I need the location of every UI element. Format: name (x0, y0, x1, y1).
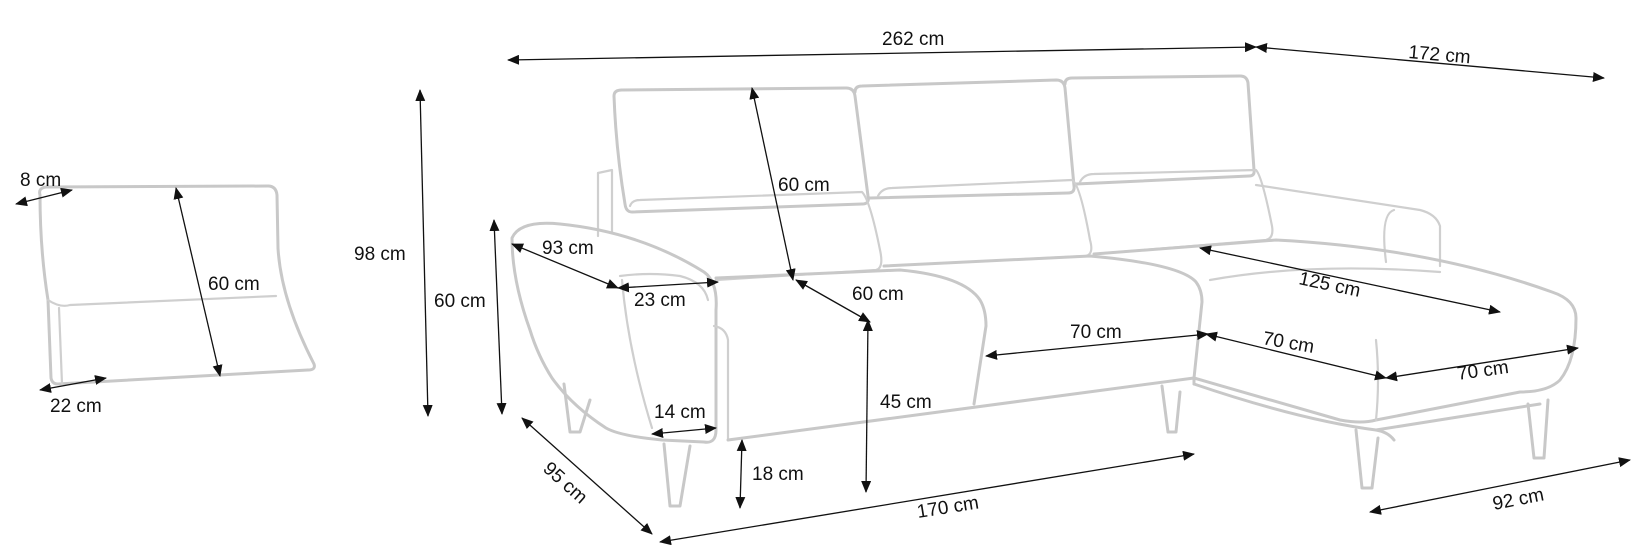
label-armrest-height: 60 cm (434, 291, 486, 312)
dim-line-98 (415, 89, 433, 417)
label-cushion-thickness-top: 8 cm (20, 170, 61, 191)
dim-line-92 (1369, 457, 1631, 515)
dim-line-70-b (1385, 344, 1579, 382)
label-cushion-thickness-bottom: 22 cm (50, 396, 102, 417)
label-total-height: 98 cm (354, 244, 406, 265)
dim-line-60-cushion (173, 187, 223, 377)
dim-line-125 (1199, 245, 1501, 315)
dimension-lines (15, 42, 1631, 546)
label-armrest-bottom-width: 14 cm (654, 402, 706, 423)
dim-line-262 (507, 42, 1257, 65)
dim-line-60-back (749, 87, 796, 281)
label-base-length: 170 cm (915, 492, 980, 522)
label-sofa-depth: 95 cm (539, 458, 592, 508)
label-backrest-height: 60 cm (778, 175, 830, 196)
dim-line-8 (15, 187, 73, 207)
label-chaise-length: 125 cm (1297, 268, 1362, 301)
dim-line-23 (617, 277, 719, 293)
dim-line-60-arm (489, 219, 507, 415)
label-seat-depth-front: 60 cm (852, 284, 904, 305)
dim-line-70-middle (985, 330, 1209, 360)
label-armrest-top-width: 23 cm (634, 290, 686, 311)
label-seat-width-middle: 70 cm (1070, 322, 1122, 343)
dim-line-95 (521, 417, 653, 535)
dim-line-60-seat (795, 279, 871, 323)
label-armrest-length: 93 cm (542, 238, 594, 259)
label-seat-height: 45 cm (880, 392, 932, 413)
back-cushion-drawing (38, 184, 316, 386)
dim-line-93 (511, 243, 619, 289)
dim-line-170 (659, 450, 1195, 546)
dim-line-22 (39, 375, 107, 393)
label-total-width: 262 cm (882, 29, 944, 50)
label-leg-height: 18 cm (752, 464, 804, 485)
label-chaise-depth-top: 172 cm (1408, 42, 1472, 68)
label-chaise-seat-width-a: 70 cm (1261, 328, 1316, 358)
dim-line-172 (1255, 42, 1605, 83)
dim-line-14 (651, 424, 717, 438)
dim-line-45 (861, 319, 873, 493)
dim-line-18 (735, 439, 747, 509)
label-chaise-width: 92 cm (1491, 484, 1546, 514)
label-cushion-height: 60 cm (208, 274, 260, 295)
label-chaise-seat-width-b: 70 cm (1456, 357, 1510, 385)
dim-line-70-a (1205, 331, 1387, 381)
